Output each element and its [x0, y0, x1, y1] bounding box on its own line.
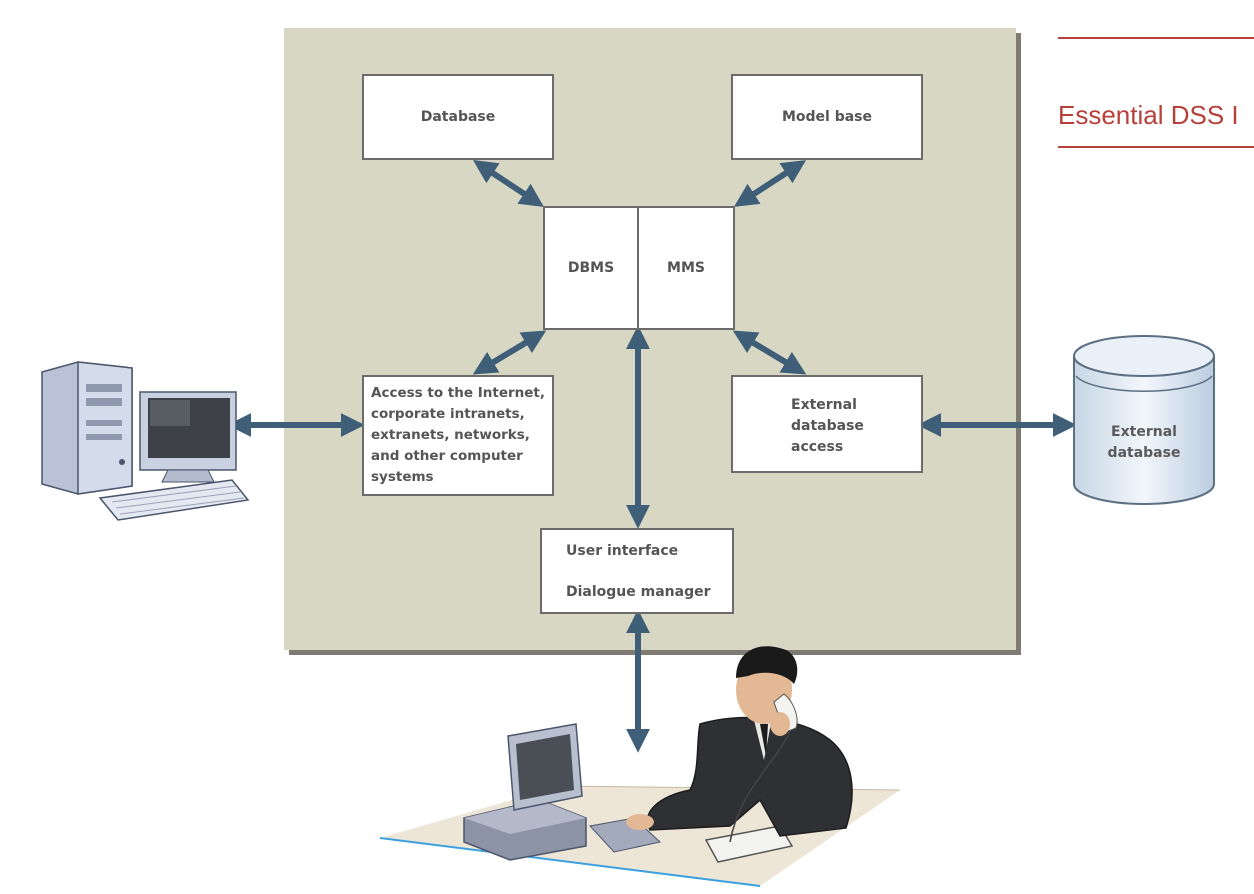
mms-box: MMS	[637, 206, 735, 330]
access-line-4: and other computer	[371, 448, 523, 464]
mms-label: MMS	[667, 260, 705, 276]
access-line-3: extranets, networks,	[371, 427, 530, 443]
dialogue-manager-label: Dialogue manager	[566, 584, 711, 600]
access-line-5: systems	[371, 469, 434, 485]
arrow-database-dbms	[472, 160, 545, 207]
access-line-1: Access to the Internet,	[371, 385, 545, 401]
arrow-mms-external-access	[732, 330, 807, 375]
external-access-box: External database access	[731, 375, 923, 473]
user-interface-box: User interface Dialogue manager	[540, 528, 734, 614]
access-line-2: corporate intranets,	[371, 406, 525, 422]
page-title: Essential DSS I	[1058, 100, 1239, 130]
external-access-line-3: access	[791, 439, 844, 455]
dbms-label: DBMS	[567, 260, 615, 276]
database-box: Database	[362, 74, 554, 160]
external-access-line-2: database	[791, 418, 864, 434]
external-db-line-1: External	[1111, 424, 1177, 440]
arrow-modelbase-mms	[733, 160, 807, 207]
internet-access-box: Access to the Internet, corporate intran…	[362, 375, 554, 496]
database-label: Database	[420, 109, 496, 125]
external-db-line-2: database	[1107, 445, 1181, 461]
arrow-dbms-access	[472, 330, 547, 375]
external-database-label: External database	[1106, 422, 1182, 464]
title-rule-top	[1058, 37, 1254, 39]
model-base-label: Model base	[781, 109, 873, 125]
title-rule-bottom	[1058, 146, 1254, 148]
external-access-line-1: External	[791, 397, 857, 413]
user-interface-label: User interface	[566, 543, 679, 559]
model-base-box: Model base	[731, 74, 923, 160]
